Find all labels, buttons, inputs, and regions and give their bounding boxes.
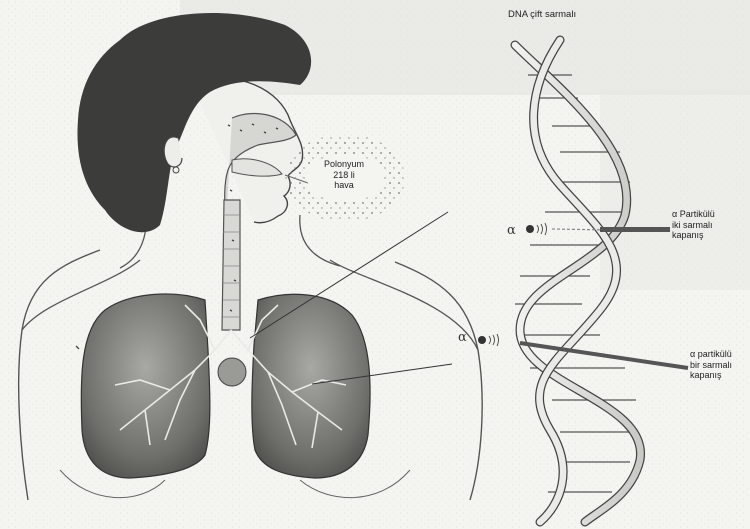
- heart-region: [218, 358, 246, 386]
- single-strand-break-label: α partikülü bir sarmalı kapanış: [690, 349, 732, 381]
- polonium-air-label: Polonyum 218 li hava: [312, 159, 376, 191]
- lung-right: [252, 294, 370, 478]
- alpha-particle-lower: [478, 336, 486, 344]
- double-strand-break-bar: [600, 227, 670, 232]
- alpha-symbol-lower: α: [458, 330, 467, 345]
- dna-title-label: DNA çift sarmalı: [508, 10, 576, 21]
- alpha-particle-upper: [526, 225, 534, 233]
- double-strand-break-label: α Partikülü iki sarmalı kapanış: [672, 209, 715, 241]
- alpha-symbol-upper: α: [507, 223, 516, 238]
- lung-left: [81, 294, 210, 478]
